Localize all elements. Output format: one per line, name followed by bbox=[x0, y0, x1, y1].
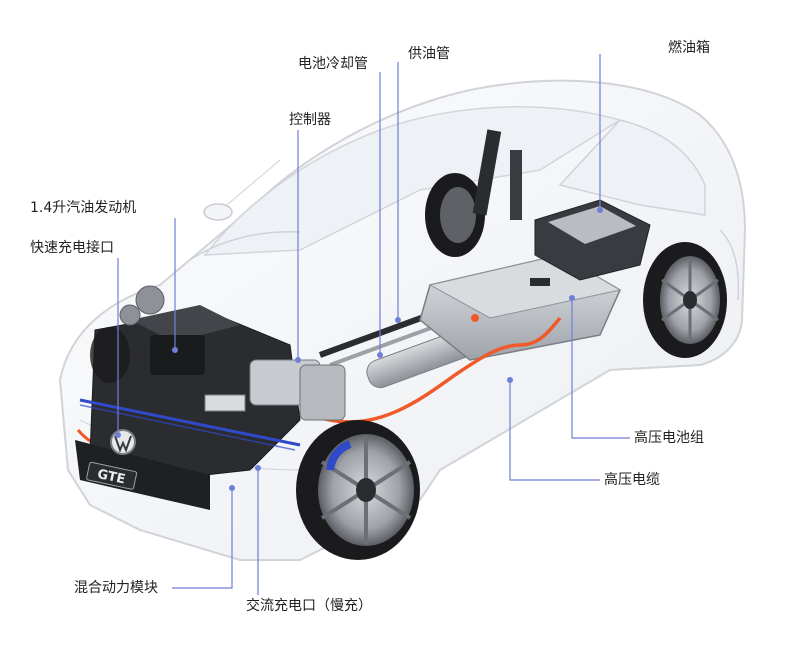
label-hv-cable: 高压电缆 bbox=[604, 472, 660, 488]
leader-dots bbox=[115, 207, 603, 491]
leader-hv-cable bbox=[509, 380, 600, 481]
rear-left-wheel bbox=[425, 173, 485, 257]
label-hybrid-module: 混合动力模块 bbox=[74, 580, 158, 596]
front-right-wheel bbox=[296, 420, 420, 560]
rear-strut bbox=[472, 129, 522, 220]
gte-badge: GTE bbox=[86, 461, 138, 490]
gte-badge-text: GTE bbox=[96, 467, 127, 488]
label-ac-charge-port: 交流充电口（慢充） bbox=[246, 598, 372, 614]
label-controller: 控制器 bbox=[289, 112, 331, 128]
leader-hybrid-module bbox=[172, 488, 233, 589]
label-fast-charge-port: 快速充电接口 bbox=[30, 240, 114, 256]
label-hv-battery-pack: 高压电池组 bbox=[634, 430, 704, 446]
fuel-tank bbox=[534, 199, 651, 281]
leader-lines bbox=[117, 54, 630, 595]
rear-right-wheel bbox=[643, 242, 727, 358]
engine-block bbox=[79, 285, 346, 481]
label-fuel-tank: 燃油箱 bbox=[668, 40, 710, 56]
label-fuel-supply-pipe: 供油管 bbox=[408, 46, 450, 62]
label-battery-cooling-pipe: 电池冷却管 bbox=[298, 56, 368, 72]
front-left-wheel bbox=[90, 327, 130, 383]
label-engine: 1.4升汽油发动机 bbox=[30, 200, 137, 216]
leader-hv-battery-pack bbox=[571, 298, 630, 439]
